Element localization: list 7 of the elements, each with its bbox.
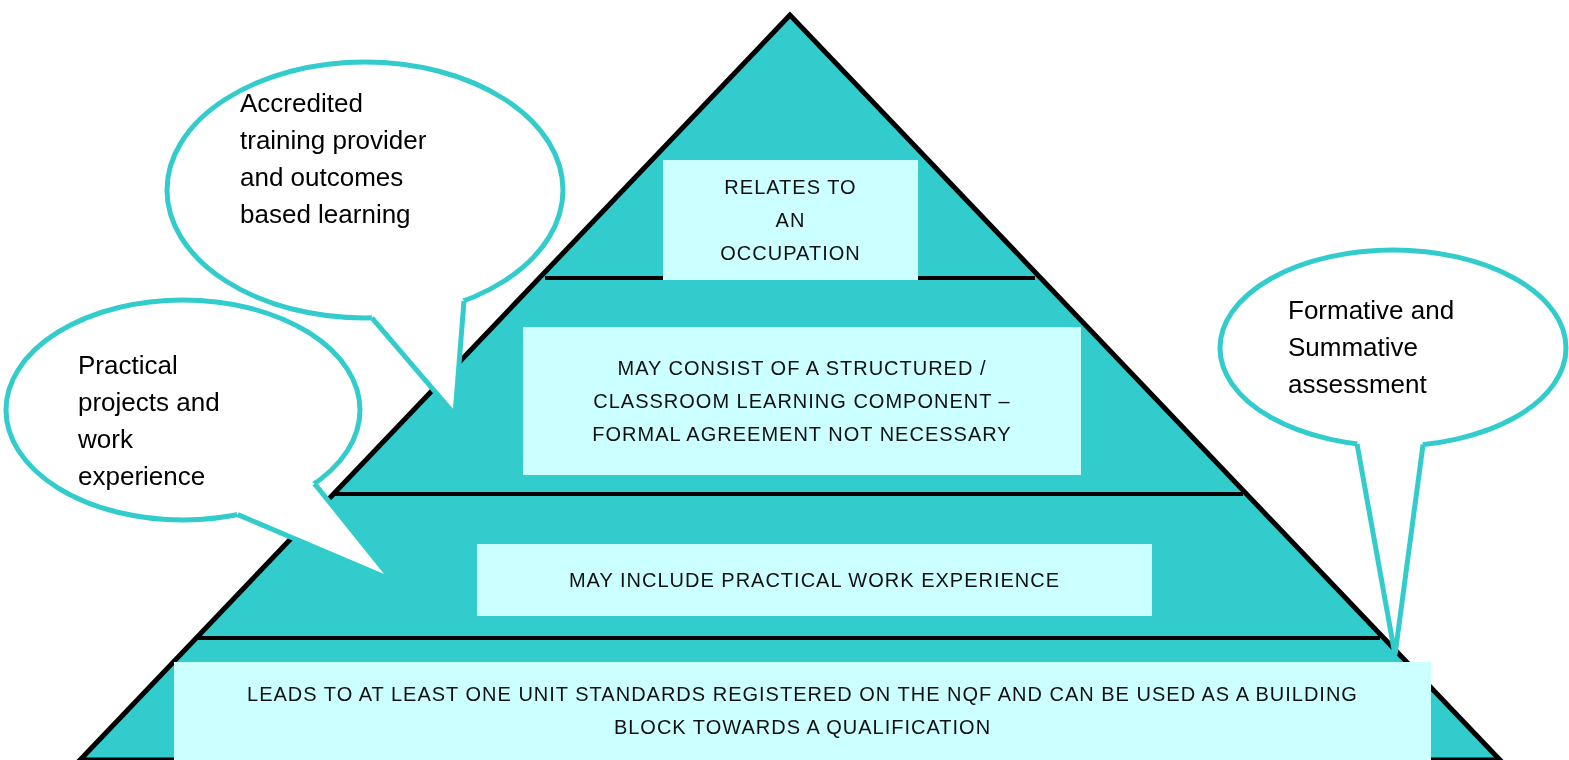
callout-text: Formative and Summative assessment [1288, 294, 1456, 401]
text-panel: MAY CONSIST OF A STRUCTURED / CLASSROOM LEARNING COMPONENT – FORMAL AGREEMENT NOT NECESSARY [523, 327, 1081, 475]
text-panel: RELATES TO AN OCCUPATION [663, 160, 918, 280]
text-panel: MAY INCLUDE PRACTICAL WORK EXPERIENCE [477, 544, 1152, 616]
callout-text: Practical projects and work experience [78, 349, 221, 493]
callout-text: Accredited training provider and outcomes based learning [240, 87, 428, 231]
text-panel: LEADS TO AT LEAST ONE UNIT STANDARDS REGISTERED ON THE NQF AND CAN BE USED AS A BUILDING BLOCK TOWARDS A QUALIFICATION [174, 662, 1431, 760]
